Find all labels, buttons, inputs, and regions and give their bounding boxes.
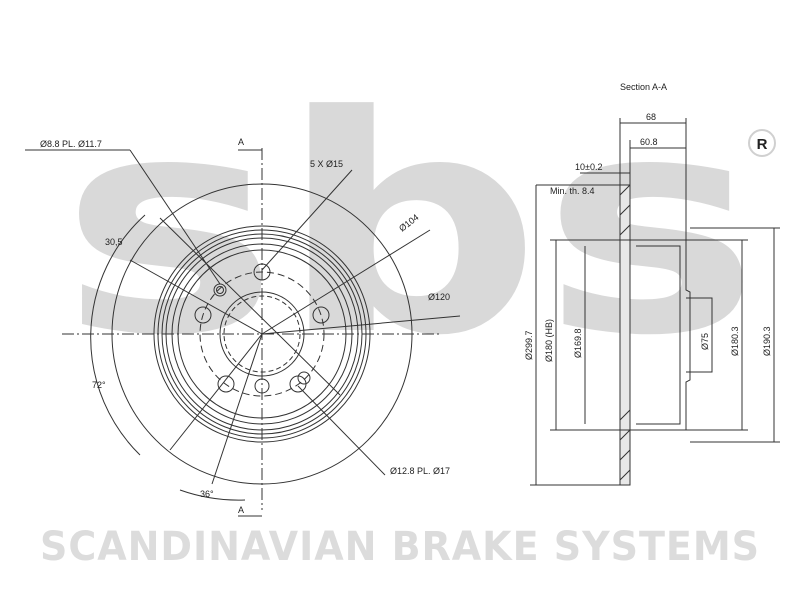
dim-75: Ø75 bbox=[700, 333, 710, 350]
leader-bolt-holes bbox=[261, 169, 353, 271]
friction-ring-4 bbox=[165, 237, 359, 431]
leader-dia104 bbox=[261, 229, 431, 335]
dim-299-7: Ø299.7 bbox=[524, 330, 534, 360]
bolt-hole bbox=[253, 263, 271, 281]
dim-thickness: 10±0.2 bbox=[575, 162, 602, 172]
leader-bore bbox=[261, 315, 461, 335]
sbs-logo-text: sbs bbox=[60, 52, 760, 401]
friction-ring-2 bbox=[157, 229, 367, 439]
dim-68: 68 bbox=[646, 112, 656, 122]
label-bolt-holes: 5 X Ø15 bbox=[310, 159, 343, 169]
section-marker-top: A bbox=[238, 137, 244, 147]
registered-circle bbox=[748, 129, 776, 157]
bolt-hole bbox=[194, 306, 212, 324]
label-hole-small: Ø8.8 PL. Ø11.7 bbox=[40, 139, 102, 149]
section-view bbox=[530, 118, 780, 486]
center-bore-outer bbox=[219, 291, 305, 377]
front-view bbox=[25, 148, 461, 517]
leader-hole-large bbox=[297, 385, 386, 476]
dim-180-hb: Ø180 (HB) bbox=[544, 319, 554, 362]
hat-inner-profile bbox=[636, 245, 681, 425]
angle-arc-36 bbox=[179, 489, 246, 501]
bolt-hole-lower bbox=[254, 378, 270, 394]
angle-ray-36 bbox=[211, 333, 263, 485]
friction-ring-3 bbox=[161, 233, 363, 435]
section-view-labels: Section A-A 68 60.8 10±0.2 Min. th. 8.4 … bbox=[524, 82, 772, 362]
angle-arc-72 bbox=[90, 214, 146, 456]
leader-offset bbox=[129, 259, 263, 335]
sbs-watermark-logo: sbs bbox=[60, 52, 760, 401]
bolt-hole bbox=[312, 306, 330, 324]
center-bore-inner bbox=[223, 295, 301, 373]
label-angle-36: 36° bbox=[200, 489, 214, 499]
brand-watermark-text: SCANDINAVIAN BRAKE SYSTEMS bbox=[40, 524, 760, 570]
friction-ring-outer bbox=[153, 225, 371, 443]
hat-profile bbox=[630, 239, 691, 431]
pcd-circle bbox=[199, 271, 325, 397]
bolt-hole bbox=[217, 375, 235, 393]
registered-mark: R bbox=[748, 129, 776, 157]
section-title: Section A-A bbox=[620, 82, 667, 92]
dim-190-3: Ø190.3 bbox=[762, 326, 772, 356]
dim-169-8: Ø169.8 bbox=[573, 328, 583, 358]
label-center-bore: Ø120 bbox=[428, 292, 450, 302]
leader-pcd bbox=[159, 217, 341, 396]
label-angle-72: 72° bbox=[92, 380, 106, 390]
section-marker-bottom: A bbox=[238, 505, 244, 515]
angle-ray-72 bbox=[169, 333, 263, 451]
label-offset: 30,5 bbox=[105, 237, 123, 247]
locating-hole bbox=[297, 371, 311, 385]
hat-outer bbox=[171, 243, 353, 425]
disc-outer-edge bbox=[111, 183, 413, 485]
dim-180-3: Ø180.3 bbox=[730, 326, 740, 356]
label-hole-large: Ø12.8 PL. Ø17 bbox=[390, 466, 450, 476]
friction-plate-section bbox=[619, 184, 631, 486]
registered-letter: R bbox=[757, 136, 768, 153]
dim-60-8: 60.8 bbox=[640, 137, 658, 147]
hat-inner bbox=[177, 249, 347, 419]
locating-hole-inner bbox=[216, 286, 224, 294]
dim-min-thickness: Min. th. 8.4 bbox=[550, 186, 595, 196]
section-hatch bbox=[619, 184, 631, 481]
